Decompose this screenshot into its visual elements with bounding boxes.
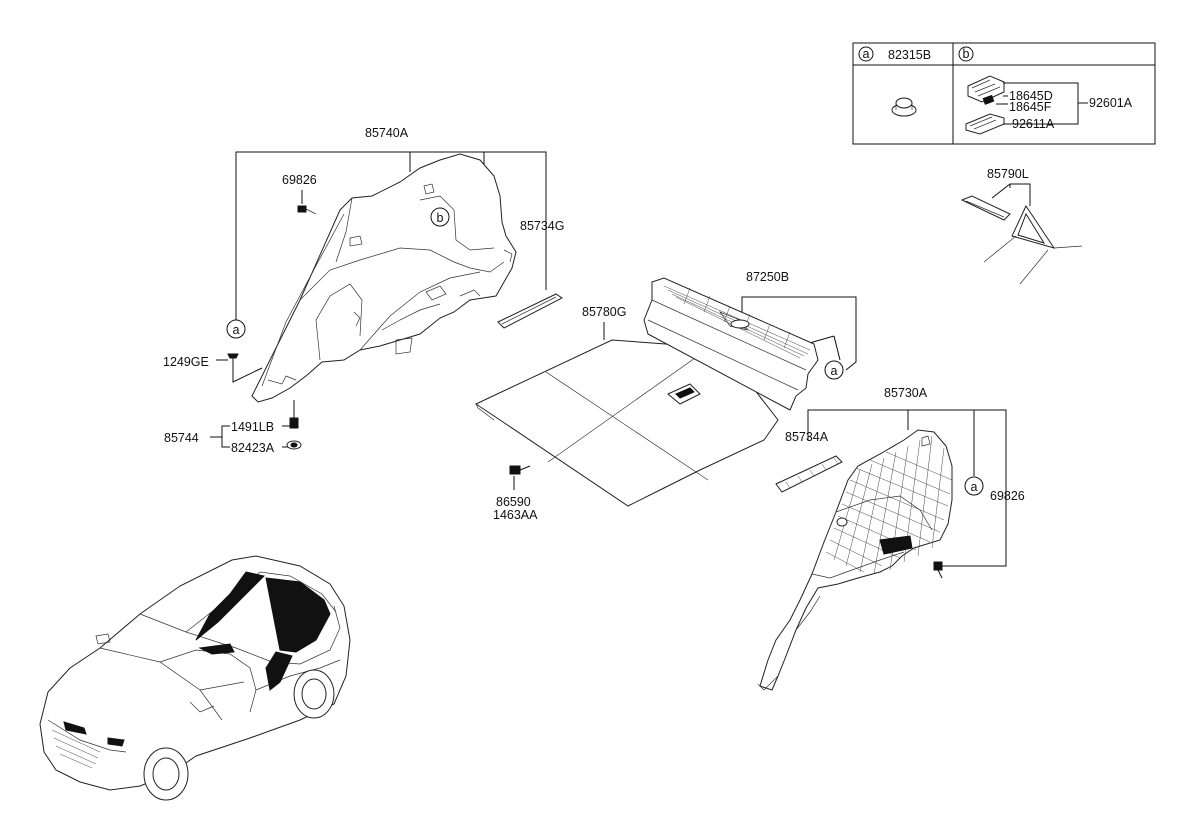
grommet-82423A [286,440,302,450]
warning-triangle-85790L: 85790L [960,167,1083,285]
callout-1249GE: 1249GE [163,355,209,369]
marker-a-cargo-letter: a [831,364,838,378]
left-quarter-trim-85740A: 85740A 85734G 69826 [163,126,564,455]
screw-69826-right [933,561,943,579]
legend-marker-a [858,46,874,62]
callout-85730A: 85730A [884,386,928,400]
marker-b-left-letter: b [437,211,444,225]
clip-1491LB [289,417,299,429]
callout-1491LB: 1491LB [231,420,274,434]
callout-85734A: 85734A [785,430,829,444]
callout-85740A: 85740A [365,126,409,140]
right-quarter-trim-85730A: 85730A 85734A 69826 a [757,386,1025,691]
vehicle-locator-drawing [39,555,351,801]
marker-a-left [226,319,246,339]
screw-69826-left [297,205,317,215]
marker-a-right-letter: a [971,480,978,494]
callout-85744: 85744 [164,431,199,445]
marker-a-cargo [824,360,844,380]
callout-85790L: 85790L [987,167,1029,181]
luggage-board-85780G: 85780G 86590 1463AA [474,305,779,522]
legend-marker-b [958,46,974,62]
legend-b-part-18645F: 18645F [1009,100,1052,114]
legend-marker-b-letter: b [963,47,970,61]
legend-a-part-number: 82315B [888,48,931,62]
callout-86590: 86590 [496,495,531,509]
callout-82423A: 82423A [231,441,275,455]
callout-69826-left: 69826 [282,173,317,187]
marker-b-left [430,207,450,227]
legend-table: a 82315B b 18645D 18645F 92601A 92611A [852,42,1156,145]
fastener-86590 [509,465,531,475]
lamp-assembly-drawing [965,75,1005,135]
transverse-trim-87250B: 87250B a [643,270,857,411]
callout-69826-right: 69826 [990,489,1025,503]
fastener-1249GE [227,353,239,370]
marker-a-left-letter: a [233,323,240,337]
right-trim-net-hatch [825,435,953,575]
callout-85780G: 85780G [582,305,626,319]
legend-b-part-92611A: 92611A [1012,117,1055,131]
callout-1463AA: 1463AA [493,508,538,522]
clip-82315B-drawing [891,97,917,117]
legend-b-part-92601A: 92601A [1089,96,1133,110]
marker-a-right [964,476,984,496]
callout-87250B: 87250B [746,270,789,284]
legend-marker-a-letter: a [863,47,870,61]
legend-b-part-18645D: 18645D [1009,89,1053,103]
callout-85734G: 85734G [520,219,564,233]
